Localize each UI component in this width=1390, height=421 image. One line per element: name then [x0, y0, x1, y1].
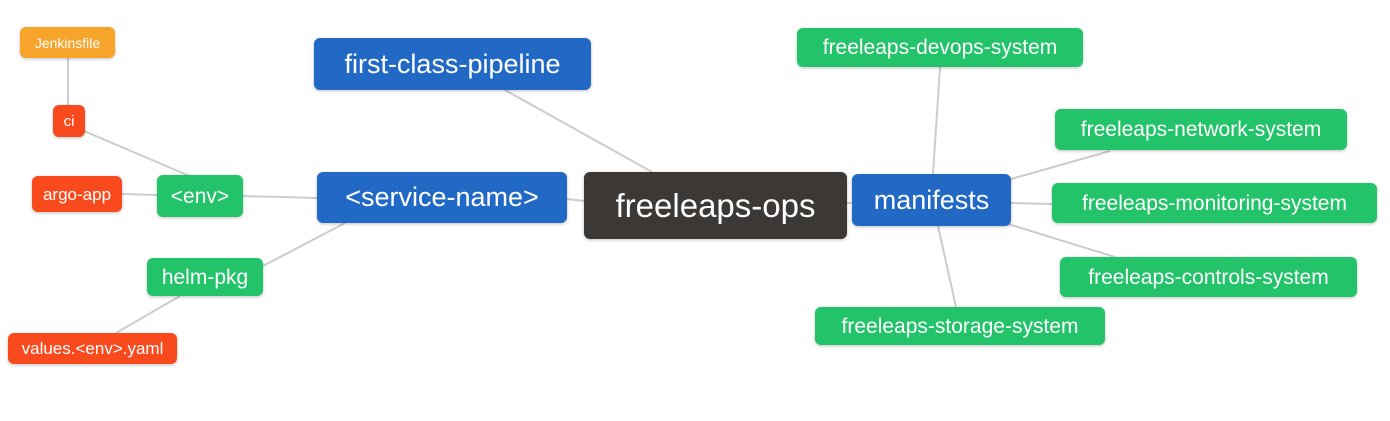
node-devops-system[interactable]: freeleaps-devops-system [797, 28, 1083, 67]
node-jenkinsfile[interactable]: Jenkinsfile [20, 27, 115, 58]
node-label: <service-name> [345, 182, 539, 212]
node-label: values.<env>.yaml [21, 339, 164, 358]
node-service-name[interactable]: <service-name> [317, 172, 567, 223]
node-ci[interactable]: ci [53, 105, 85, 137]
node-label: ci [63, 112, 75, 130]
node-label: argo-app [42, 184, 112, 204]
edge-manifests-to-storage-system [937, 225, 957, 308]
node-label: freeleaps-controls-system [1088, 265, 1329, 289]
node-network-system[interactable]: freeleaps-network-system [1055, 109, 1347, 150]
node-label: freeleaps-ops [615, 187, 816, 224]
edge-helm-pkg-to-service-name [262, 222, 346, 267]
node-label: helm-pkg [161, 265, 249, 289]
node-label: <env> [170, 184, 230, 208]
node-argo-app[interactable]: argo-app [32, 176, 122, 212]
edge-argo-app-to-env [121, 193, 158, 196]
edge-manifests-to-monitoring-system [1010, 202, 1053, 205]
node-first-class-pipeline[interactable]: first-class-pipeline [314, 38, 591, 90]
edge-values-env-yaml-to-helm-pkg [115, 295, 181, 334]
edge-ci-to-env [83, 130, 193, 178]
node-controls-system[interactable]: freeleaps-controls-system [1060, 257, 1357, 297]
node-label: Jenkinsfile [34, 34, 101, 51]
node-monitoring-system[interactable]: freeleaps-monitoring-system [1052, 183, 1377, 223]
node-label: freeleaps-monitoring-system [1082, 191, 1347, 215]
node-storage-system[interactable]: freeleaps-storage-system [815, 307, 1105, 345]
node-env[interactable]: <env> [157, 175, 243, 217]
node-label: manifests [873, 184, 990, 215]
edge-service-name-to-freeleaps-ops [566, 198, 585, 202]
node-label: first-class-pipeline [344, 48, 561, 79]
edge-first-class-pipeline-to-freeleaps-ops [504, 89, 653, 173]
edge-env-to-service-name [242, 195, 318, 199]
node-label: freeleaps-devops-system [822, 36, 1058, 59]
node-manifests[interactable]: manifests [852, 174, 1011, 226]
node-freeleaps-ops[interactable]: freeleaps-ops [584, 172, 847, 239]
edge-manifests-to-controls-system [1007, 223, 1116, 258]
edge-manifests-to-network-system [1010, 150, 1111, 180]
node-helm-pkg[interactable]: helm-pkg [147, 258, 263, 296]
node-label: freeleaps-network-system [1080, 118, 1322, 141]
edge-manifests-to-devops-system [932, 66, 941, 175]
node-label: freeleaps-storage-system [841, 314, 1079, 338]
node-values-env-yaml[interactable]: values.<env>.yaml [8, 333, 177, 364]
